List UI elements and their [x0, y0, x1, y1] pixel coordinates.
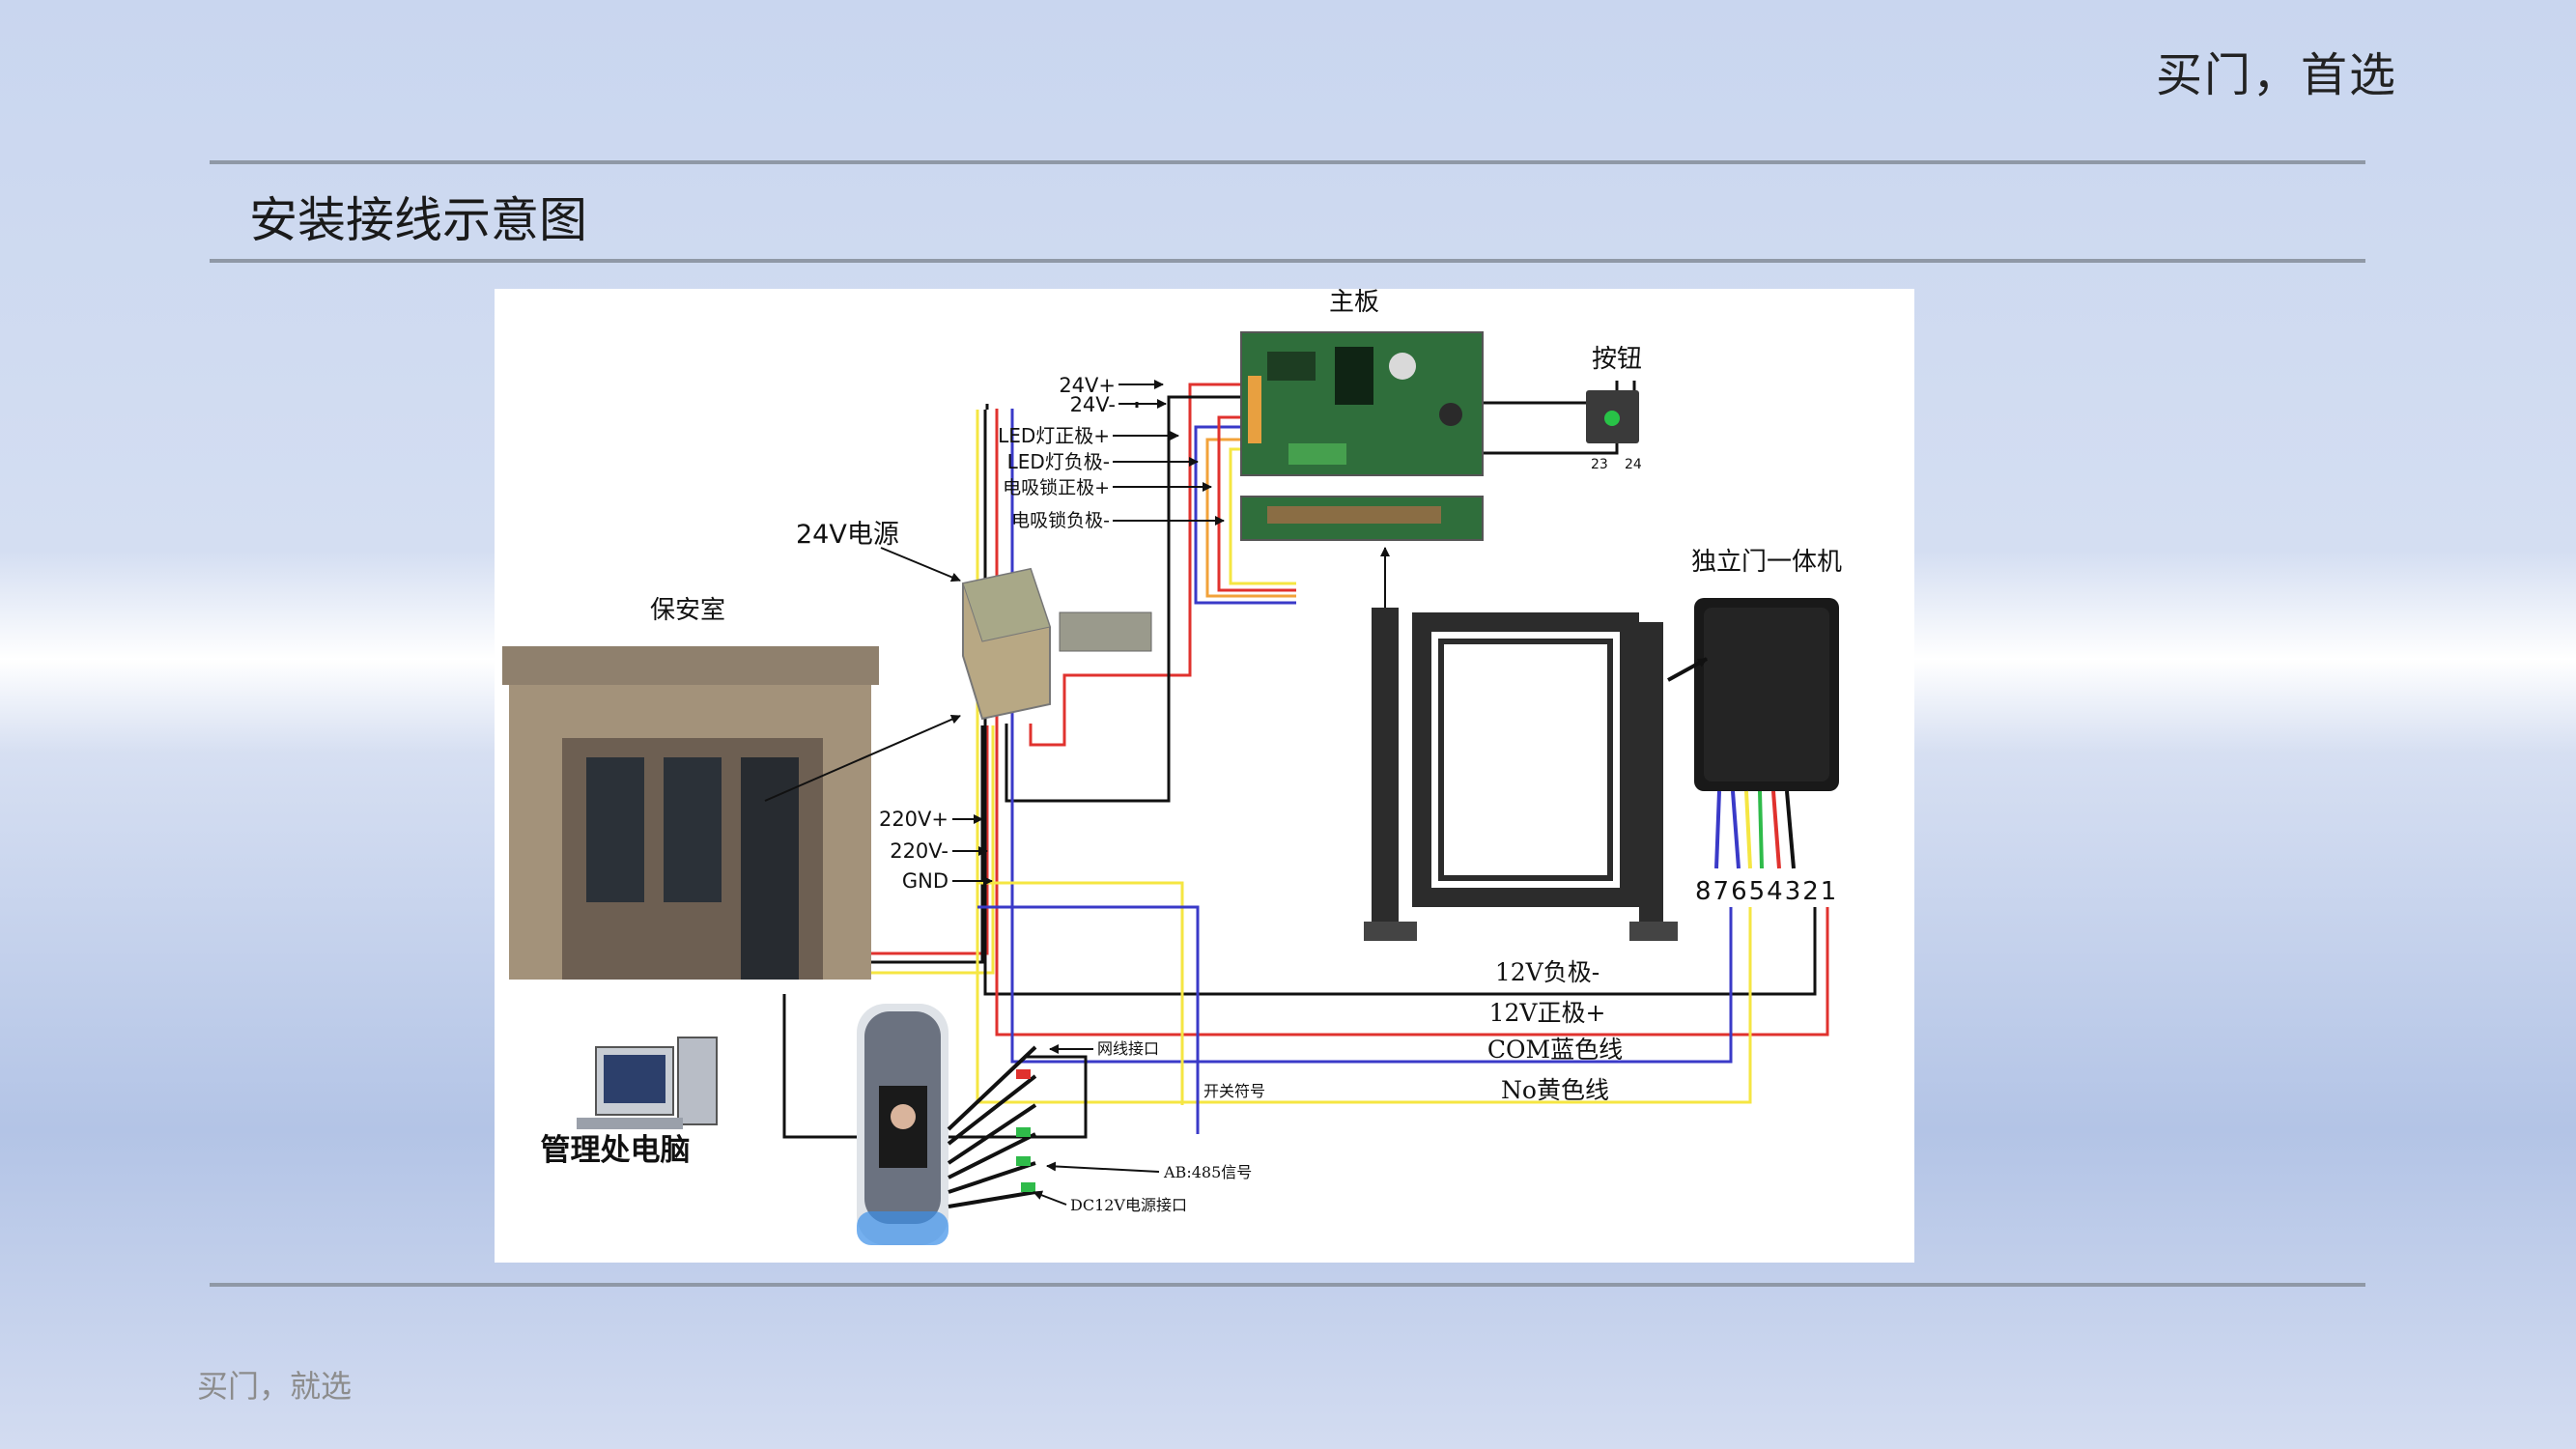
face-icon — [891, 1104, 916, 1129]
label-lock-neg: 电吸锁负极- — [1011, 510, 1110, 531]
mains-labels: 220V+ 220V- GND — [879, 808, 993, 893]
button-pin-23: 23 — [1591, 457, 1608, 472]
label-led-neg: LED灯负极- — [1007, 450, 1110, 473]
wiring-diagram: 主板 按钮 23 24 24V电源 保安室 — [502, 289, 1842, 1245]
page-title: 安装接线示意图 — [249, 192, 587, 248]
label-12v-pos: 12V正极+ — [1489, 999, 1606, 1027]
brand-slogan: 买门，首选 — [2156, 48, 2398, 102]
footer-slogan: 买门，就选 — [197, 1368, 353, 1405]
wire-orange-led — [1205, 438, 1296, 598]
wiring-diagram-panel: 主板 按钮 23 24 24V电源 保安室 — [495, 289, 1914, 1263]
integrated-unit: 独立门一体机 87654321 — [1667, 548, 1842, 906]
wire-black-computer — [782, 994, 1088, 1139]
label-switch: 开关符号 — [1203, 1082, 1265, 1100]
face-terminal — [857, 1004, 1037, 1245]
label-24v-plus: 24V+ — [1059, 374, 1116, 397]
top-divider — [210, 160, 2365, 164]
bottom-divider — [210, 1283, 2365, 1287]
exit-button: 按钮 23 24 — [1586, 345, 1642, 472]
guard-house: 保安室 — [502, 596, 961, 980]
label-com-blue: COM蓝色线 — [1487, 1036, 1623, 1064]
wire-blue-com — [1010, 409, 1733, 1064]
label-lock-pos: 电吸锁正极+ — [1003, 477, 1110, 498]
wire-blue-led — [1194, 425, 1296, 605]
main-board: 主板 — [1240, 289, 1484, 541]
label-gnd: GND — [902, 869, 948, 893]
top-wire-labels: 24V+ 24V- LED灯正极+ LED灯负极- 电吸锁正极+ 电吸锁负极- — [998, 374, 1225, 531]
pedestrian-gate — [1364, 547, 1678, 941]
power-supply: 24V电源 — [796, 520, 1152, 721]
label-220v-plus: 220V+ — [879, 808, 948, 831]
label-dc12v: DC12V电源接口 — [1070, 1196, 1187, 1214]
guard-house-label: 保安室 — [650, 596, 725, 625]
integrated-unit-label: 独立门一体机 — [1691, 548, 1842, 577]
wire-yellow-terminal — [977, 881, 1184, 1105]
label-12v-neg: 12V负极- — [1495, 958, 1599, 986]
power-supply-label: 24V电源 — [796, 520, 899, 550]
bottom-wire-labels: 12V负极- 12V正极+ COM蓝色线 No黄色线 — [1487, 958, 1623, 1104]
terminal-labels: 网线接口 开关符号 AB:485信号 DC12V电源接口 — [1033, 1039, 1265, 1214]
label-net-port: 网线接口 — [1097, 1039, 1159, 1058]
label-led-pos: LED灯正极+ — [998, 424, 1110, 447]
computer-label: 管理处电脑 — [541, 1133, 691, 1168]
green-indicator-icon — [1604, 411, 1620, 426]
button-pin-24: 24 — [1625, 457, 1642, 472]
terminal-cables — [947, 1045, 1037, 1208]
wire-red-12v-pos — [995, 409, 1829, 1037]
wire-yellow-no — [976, 410, 1752, 1104]
unit-pin-numbers: 87654321 — [1695, 877, 1838, 906]
label-485: AB:485信号 — [1163, 1163, 1252, 1181]
label-24v-minus: 24V- — [1070, 393, 1116, 416]
label-220v-minus: 220V- — [890, 839, 948, 863]
main-board-label: 主板 — [1329, 289, 1379, 317]
title-divider — [210, 259, 2365, 263]
wire-black-power — [1005, 395, 1267, 803]
management-computer: 管理处电脑 — [541, 1037, 718, 1168]
wire-red-power — [1029, 383, 1267, 747]
label-no-yellow: No黄色线 — [1501, 1076, 1609, 1104]
wire-blue-terminal — [977, 905, 1200, 1134]
button-label: 按钮 — [1592, 345, 1642, 374]
